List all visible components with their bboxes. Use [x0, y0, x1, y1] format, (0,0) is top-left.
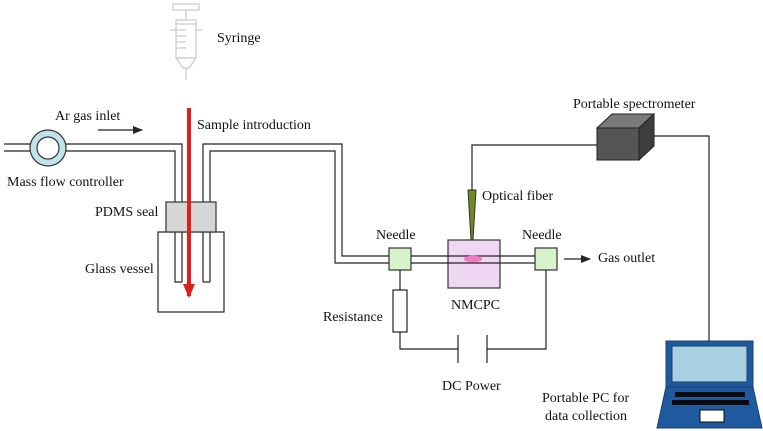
resistance-circuit	[392, 270, 547, 363]
pdms-seal-label: PDMS seal	[95, 205, 159, 220]
optical-fiber-label: Optical fiber	[482, 189, 554, 204]
ar-gas-inlet-label: Ar gas inlet	[55, 109, 121, 124]
plasma-glow	[464, 255, 482, 263]
nmcpc-cell	[447, 239, 501, 289]
nmcpc-label: NMCPC	[451, 298, 501, 313]
optical-fiber-tip	[467, 189, 477, 241]
optical-fiber-cable	[471, 144, 597, 190]
transfer-tube	[202, 143, 389, 283]
portable-spectrometer-label: Portable spectrometer	[573, 97, 696, 112]
glass-vessel-label: Glass vessel	[85, 262, 154, 277]
needle-right-box	[534, 247, 558, 271]
dc-power-label: DC Power	[442, 379, 501, 394]
needle-left-box	[388, 247, 412, 271]
sample-introduction-label: Sample introduction	[197, 118, 311, 133]
syringe-label: Syringe	[217, 31, 261, 46]
needle-right-label: Needle	[522, 228, 562, 243]
spectrometer-box-icon	[595, 112, 656, 162]
mass-flow-controller-icon	[29, 129, 67, 167]
portable-pc-label-line2: data collection	[545, 409, 628, 424]
syringe-icon	[170, 3, 202, 80]
resistance-label: Resistance	[323, 310, 383, 325]
mass-flow-controller-label: Mass flow controller	[7, 175, 124, 190]
laptop-icon	[656, 340, 763, 429]
gas-outlet-label: Gas outlet	[598, 251, 656, 266]
needle-left-label: Needle	[376, 228, 416, 243]
spectrometer-pc-cable	[654, 135, 710, 341]
portable-pc-label-line1: Portable PC for	[542, 391, 630, 406]
